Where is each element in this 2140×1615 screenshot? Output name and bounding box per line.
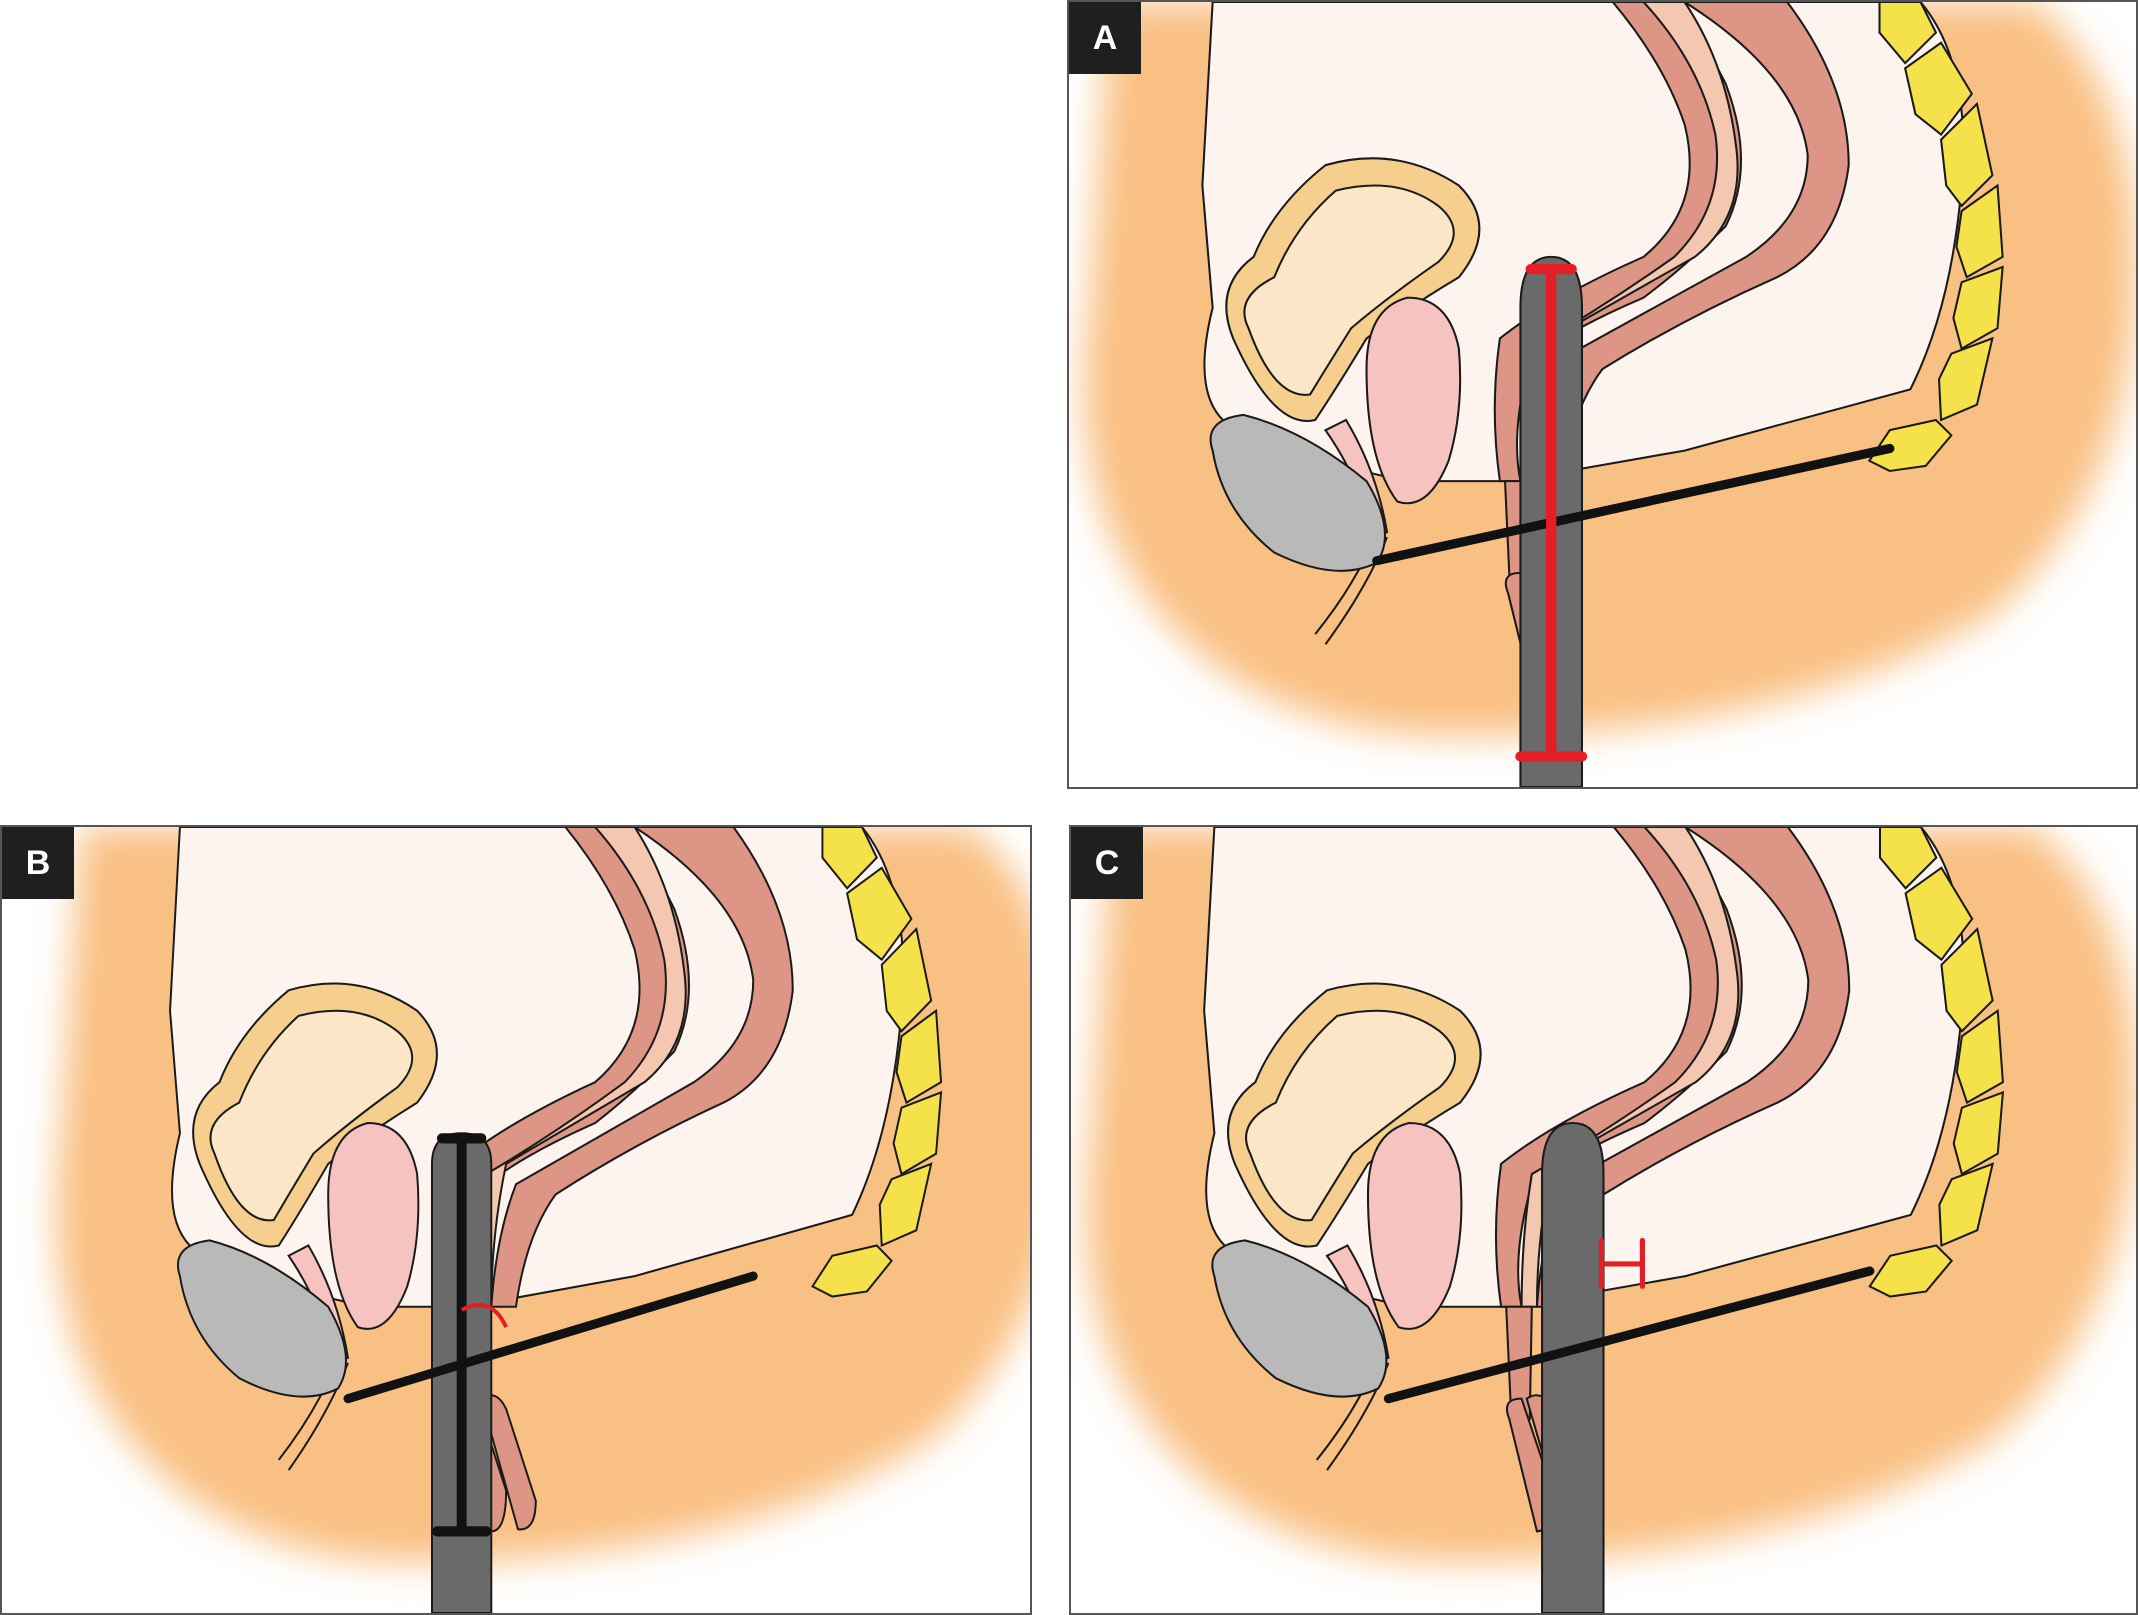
reference-line [1372,443,1895,566]
panel-c: C [1069,825,2138,1615]
panel-label: A [1069,2,1141,74]
red-measurement [1515,264,1588,762]
angle-arc [460,1303,508,1329]
panel-b: B [0,825,1032,1615]
panel-label: B [2,827,74,899]
anatomy-diagram-b [2,827,1030,1613]
panel-label: C [1071,827,1143,899]
panel-a: A [1067,0,2138,789]
reference-line [343,1271,758,1404]
anatomy-diagram-a [1069,2,2136,787]
reference-line [1383,1266,1875,1404]
anatomy-diagram-c [1071,827,2136,1613]
black-measurement [431,1133,492,1537]
ultrasound-probe [1541,1122,1605,1613]
red-distance-measurement [1598,1237,1645,1289]
